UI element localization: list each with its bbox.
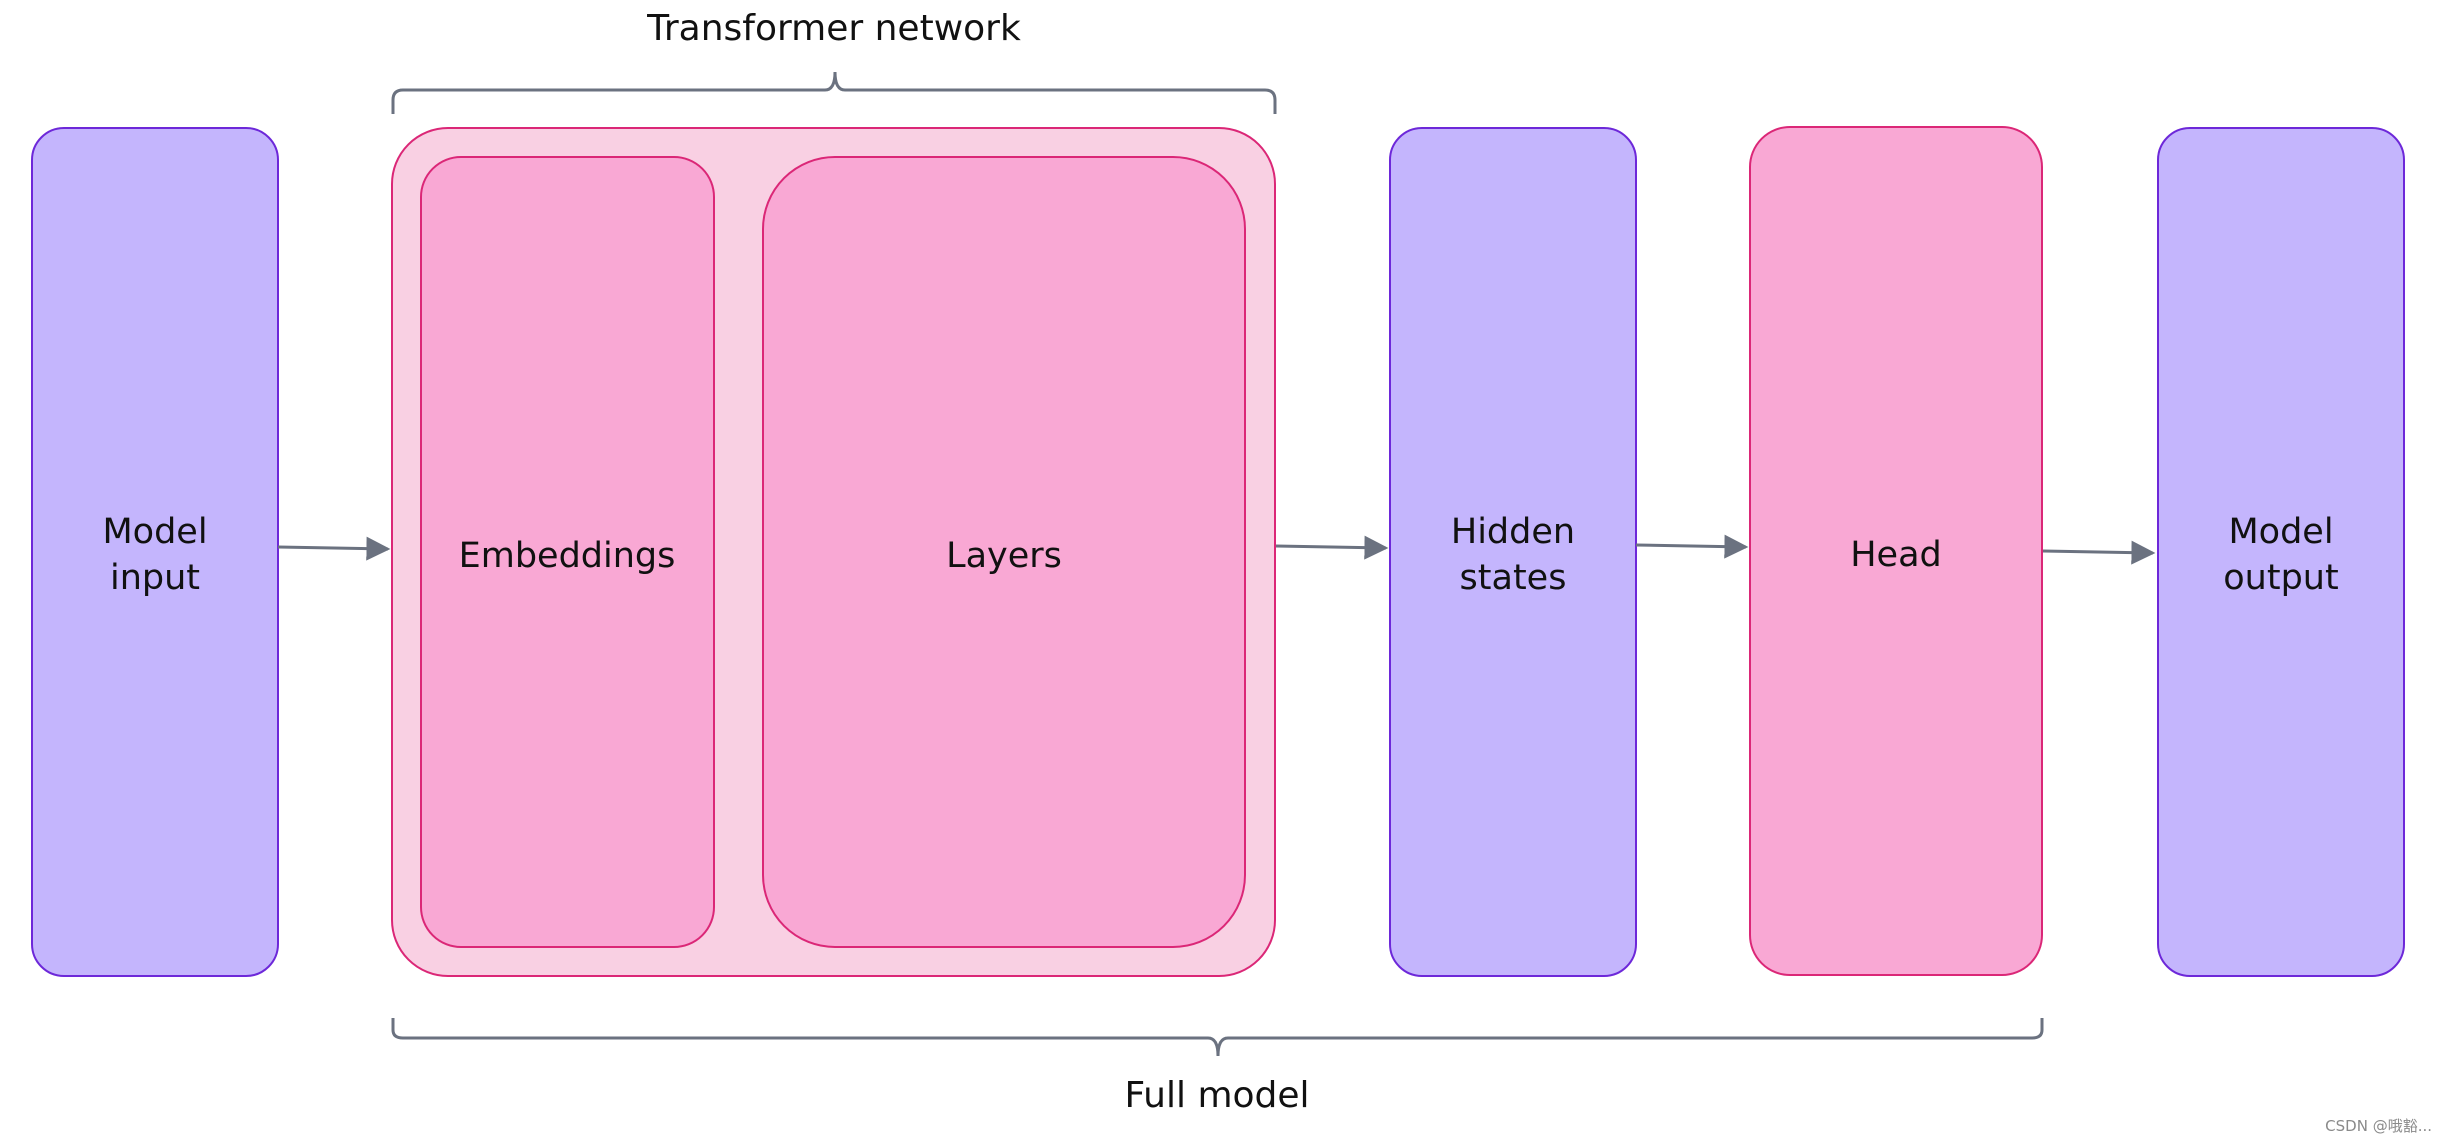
arrow-hidden-states-to-head [1635,534,1749,559]
model-output-box [2157,127,2405,977]
hidden-states-label-line2: states [1460,558,1567,598]
full-model-brace [391,1018,2044,1057]
model-input-label-line1: Model [102,512,207,552]
hidden-states-label-line1: Hidden [1451,512,1575,552]
transformer-network-bracket: Transformer network [391,8,1277,114]
transformer-network-label: Transformer network [646,8,1021,49]
arrow-head-to-model-output [2042,540,2156,565]
embeddings-label: Embeddings [459,536,676,576]
model-output-label-line1: Model [2228,512,2333,552]
head-block: Head [1749,126,2043,976]
model-input-box [31,127,279,977]
model-input-block: Model input [31,127,279,977]
full-model-label: Full model [1124,1075,1309,1116]
transformer-network-block: Embeddings Layers [391,127,1276,977]
hidden-states-block: Hidden states [1389,127,1637,977]
embeddings-box [420,156,715,948]
watermark-text: CSDN @哦豁... [2325,1117,2432,1135]
model-output-label-line2: output [2223,558,2338,598]
arrow-transformer-to-hidden-states [1275,535,1389,560]
model-input-label-line2: input [110,558,200,598]
hidden-states-box [1389,127,1637,977]
head-label: Head [1850,535,1942,575]
full-model-bracket: Full model [391,1018,2044,1116]
arrow-input-to-transformer [277,536,391,561]
head-box [1749,126,2043,976]
transformer-network-brace [391,71,1277,114]
layers-box [762,156,1246,948]
model-output-block: Model output [2157,127,2405,977]
layers-label: Layers [946,536,1062,576]
